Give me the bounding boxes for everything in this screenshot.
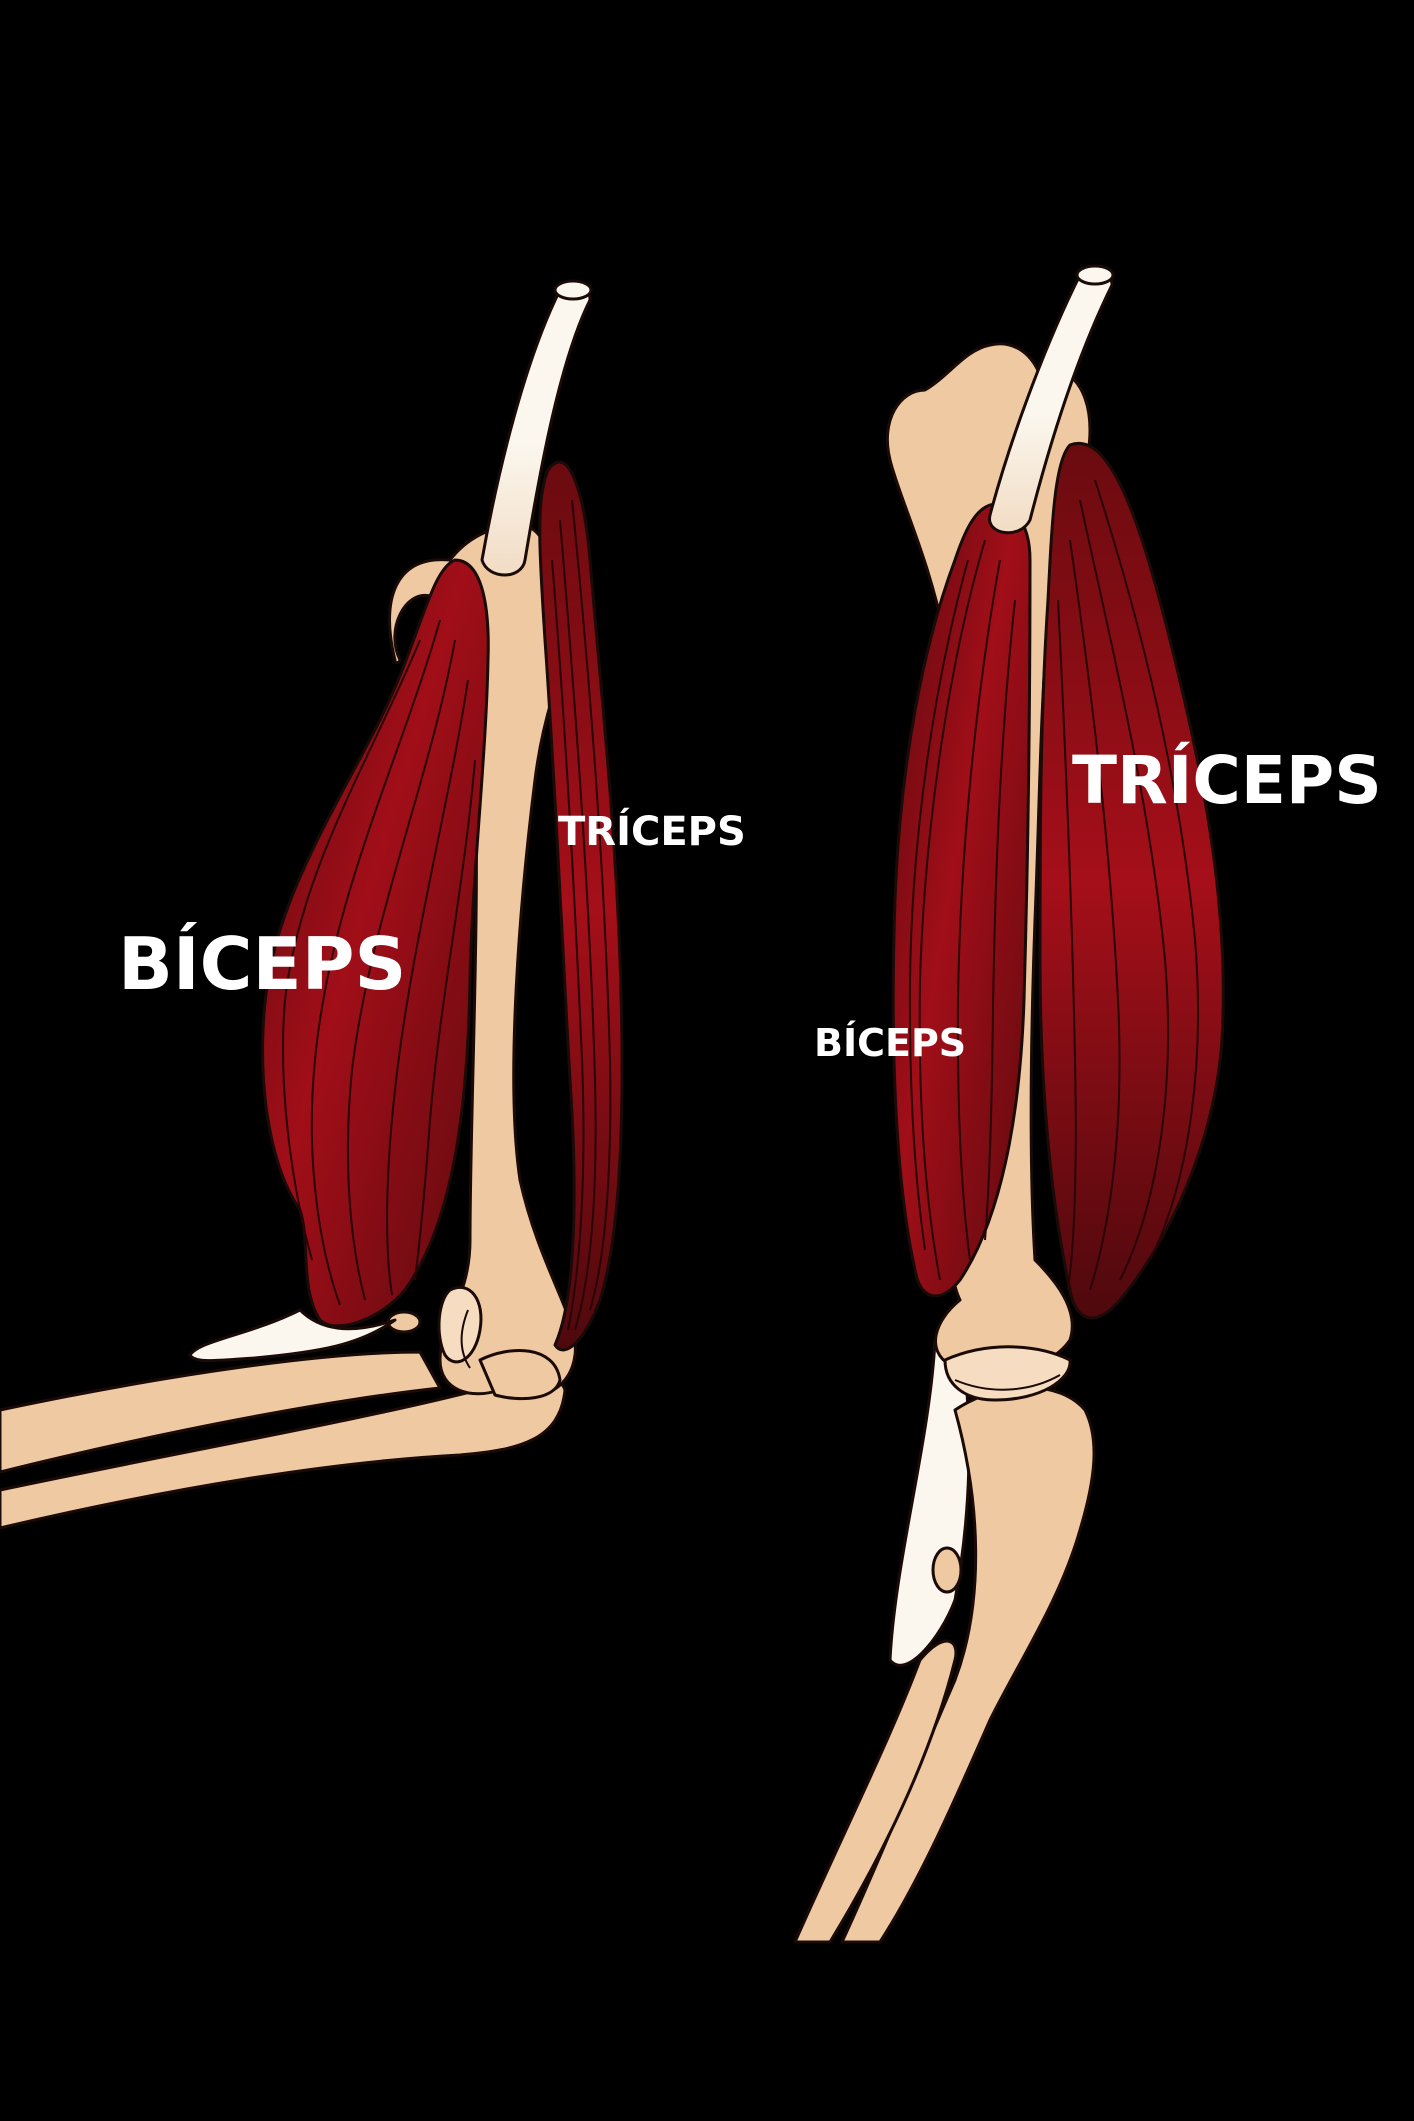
- flexed-triceps-fibers: [551, 499, 612, 1331]
- flexed-arm: [0, 279, 624, 1530]
- extended-biceps-label: BÍCEPS: [814, 1021, 967, 1065]
- flexed-biceps-distal-tendon: [188, 1308, 397, 1363]
- flexed-ulna: [0, 1377, 567, 1530]
- extended-radial-head: [931, 1546, 963, 1594]
- flexed-triceps-label: TRÍCEPS: [558, 809, 746, 855]
- flexed-biceps-fibers: [282, 619, 476, 1306]
- flexed-radius: [0, 1350, 442, 1474]
- extended-triceps-fibers: [1057, 479, 1199, 1291]
- joint-details: [460, 1309, 1061, 1391]
- extended-radius-lower: [793, 1639, 958, 1944]
- extended-biceps-fibers: [908, 539, 1016, 1281]
- flexed-humerus: [388, 523, 587, 1399]
- extended-biceps-proximal-tendon: [988, 269, 1114, 535]
- extended-tendon-tip: [1075, 264, 1115, 286]
- extended-arm: [793, 264, 1225, 1944]
- flexed-biceps-proximal-tendon: [480, 283, 592, 577]
- flexed-biceps-label: BÍCEPS: [118, 922, 407, 1006]
- extended-triceps-label: TRÍCEPS: [1072, 742, 1382, 819]
- flexed-olecranon: [478, 1349, 562, 1401]
- flexed-tendon-tip: [553, 279, 593, 301]
